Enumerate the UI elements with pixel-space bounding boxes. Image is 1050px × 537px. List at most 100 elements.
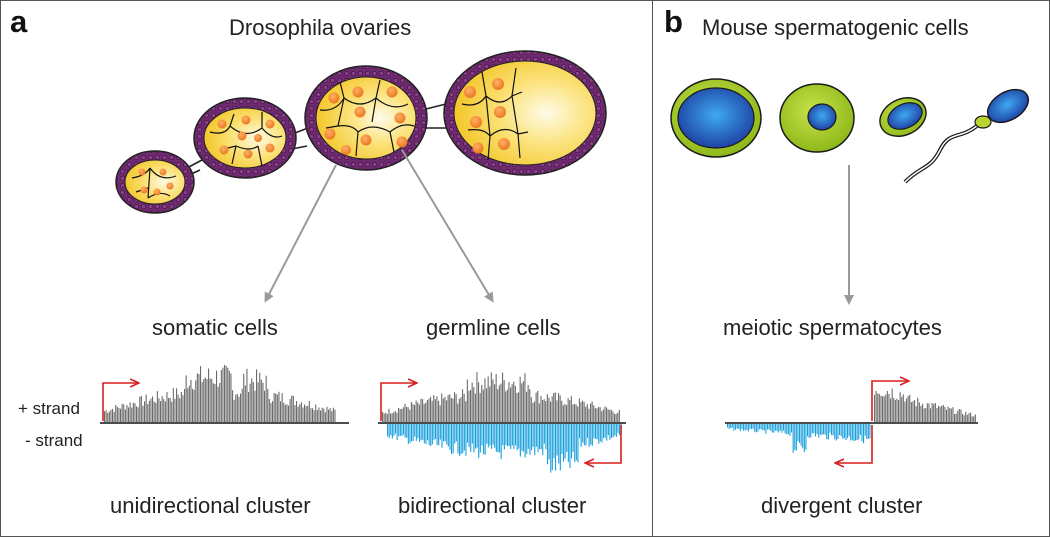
read-bar (596, 424, 598, 440)
read-bar (974, 414, 976, 422)
read-bar (433, 424, 435, 440)
read-bar (789, 424, 791, 436)
read-bar (958, 409, 960, 422)
unidirectional-plus-strand-bars (104, 364, 336, 422)
read-bar (110, 409, 112, 422)
read-bar (591, 401, 593, 422)
read-bar (396, 424, 398, 440)
read-bar (899, 392, 901, 422)
read-bar (414, 405, 416, 422)
read-bar (743, 424, 745, 431)
read-bar (494, 424, 496, 448)
read-bar (529, 424, 531, 455)
read-bar (431, 400, 433, 422)
read-bar (617, 412, 619, 422)
read-bar (923, 408, 925, 422)
read-bar (161, 396, 163, 422)
read-bar (603, 424, 605, 439)
read-bar (206, 379, 208, 422)
read-bar (124, 409, 126, 422)
read-bar (446, 424, 448, 445)
read-bar (179, 398, 181, 422)
read-bar (270, 402, 272, 422)
read-bar (957, 410, 959, 422)
read-bar (561, 424, 563, 454)
read-bar (954, 414, 956, 422)
read-bar (468, 390, 470, 422)
read-bar (407, 424, 409, 444)
read-bar (521, 424, 523, 451)
read-bar (267, 388, 269, 422)
read-bar (470, 390, 472, 422)
read-bar (185, 375, 187, 422)
read-bar (391, 424, 393, 439)
read-bar (606, 407, 608, 422)
read-bar (275, 393, 277, 422)
read-bar (867, 424, 869, 439)
read-bar (523, 424, 525, 452)
read-bar (808, 424, 810, 438)
read-bar (947, 406, 949, 422)
read-bar (599, 407, 601, 422)
read-bar (527, 424, 529, 449)
read-bar (454, 392, 456, 422)
read-bar (614, 424, 616, 436)
read-bar (305, 406, 307, 422)
read-bar (754, 424, 756, 432)
read-bar (837, 424, 839, 439)
read-bar (582, 424, 584, 443)
read-bar (212, 383, 214, 422)
read-bar (570, 395, 572, 422)
read-bar (537, 424, 539, 452)
read-bar (907, 395, 909, 422)
egg-chamber-2 (193, 97, 297, 179)
bidirectional-plus-strand-bars (382, 372, 620, 422)
tss-arrow-unidirectional (102, 383, 138, 421)
read-bar (395, 424, 397, 434)
read-bar (749, 424, 751, 429)
read-bar (606, 424, 608, 441)
read-bar (763, 424, 765, 431)
read-bar (773, 424, 775, 433)
read-bar (601, 424, 603, 443)
panel-divider (652, 0, 653, 537)
read-bar (491, 424, 493, 449)
read-bar (962, 413, 964, 422)
read-bar (733, 424, 735, 431)
read-bar (542, 424, 544, 456)
read-bar (236, 394, 238, 422)
read-bar (500, 424, 502, 460)
read-bar (936, 408, 938, 422)
read-bar (460, 424, 462, 455)
read-bar (482, 389, 484, 422)
read-bar (465, 401, 467, 422)
read-bar (572, 404, 574, 422)
read-bar (289, 399, 291, 422)
read-bar (738, 424, 740, 429)
read-bar (142, 405, 144, 422)
read-bar (735, 424, 737, 430)
read-bar (257, 382, 259, 422)
read-bar (519, 376, 521, 422)
read-bar (435, 424, 437, 439)
read-bar (741, 424, 743, 429)
read-bar (529, 389, 531, 422)
read-bar (428, 398, 430, 422)
read-bar (404, 403, 406, 422)
read-bar (604, 424, 606, 438)
read-bar (256, 369, 258, 422)
read-bar (417, 402, 419, 422)
read-bar (930, 408, 932, 422)
read-bar (543, 424, 545, 444)
read-bar (548, 397, 550, 422)
read-bar (781, 424, 783, 433)
read-bar (193, 389, 195, 422)
read-bar (209, 378, 211, 422)
read-bar (171, 401, 173, 422)
read-bar (805, 424, 807, 450)
read-bar (410, 402, 412, 422)
read-bar (198, 374, 200, 422)
read-bar (406, 424, 408, 438)
read-bar (610, 409, 612, 422)
read-bar (465, 424, 467, 456)
